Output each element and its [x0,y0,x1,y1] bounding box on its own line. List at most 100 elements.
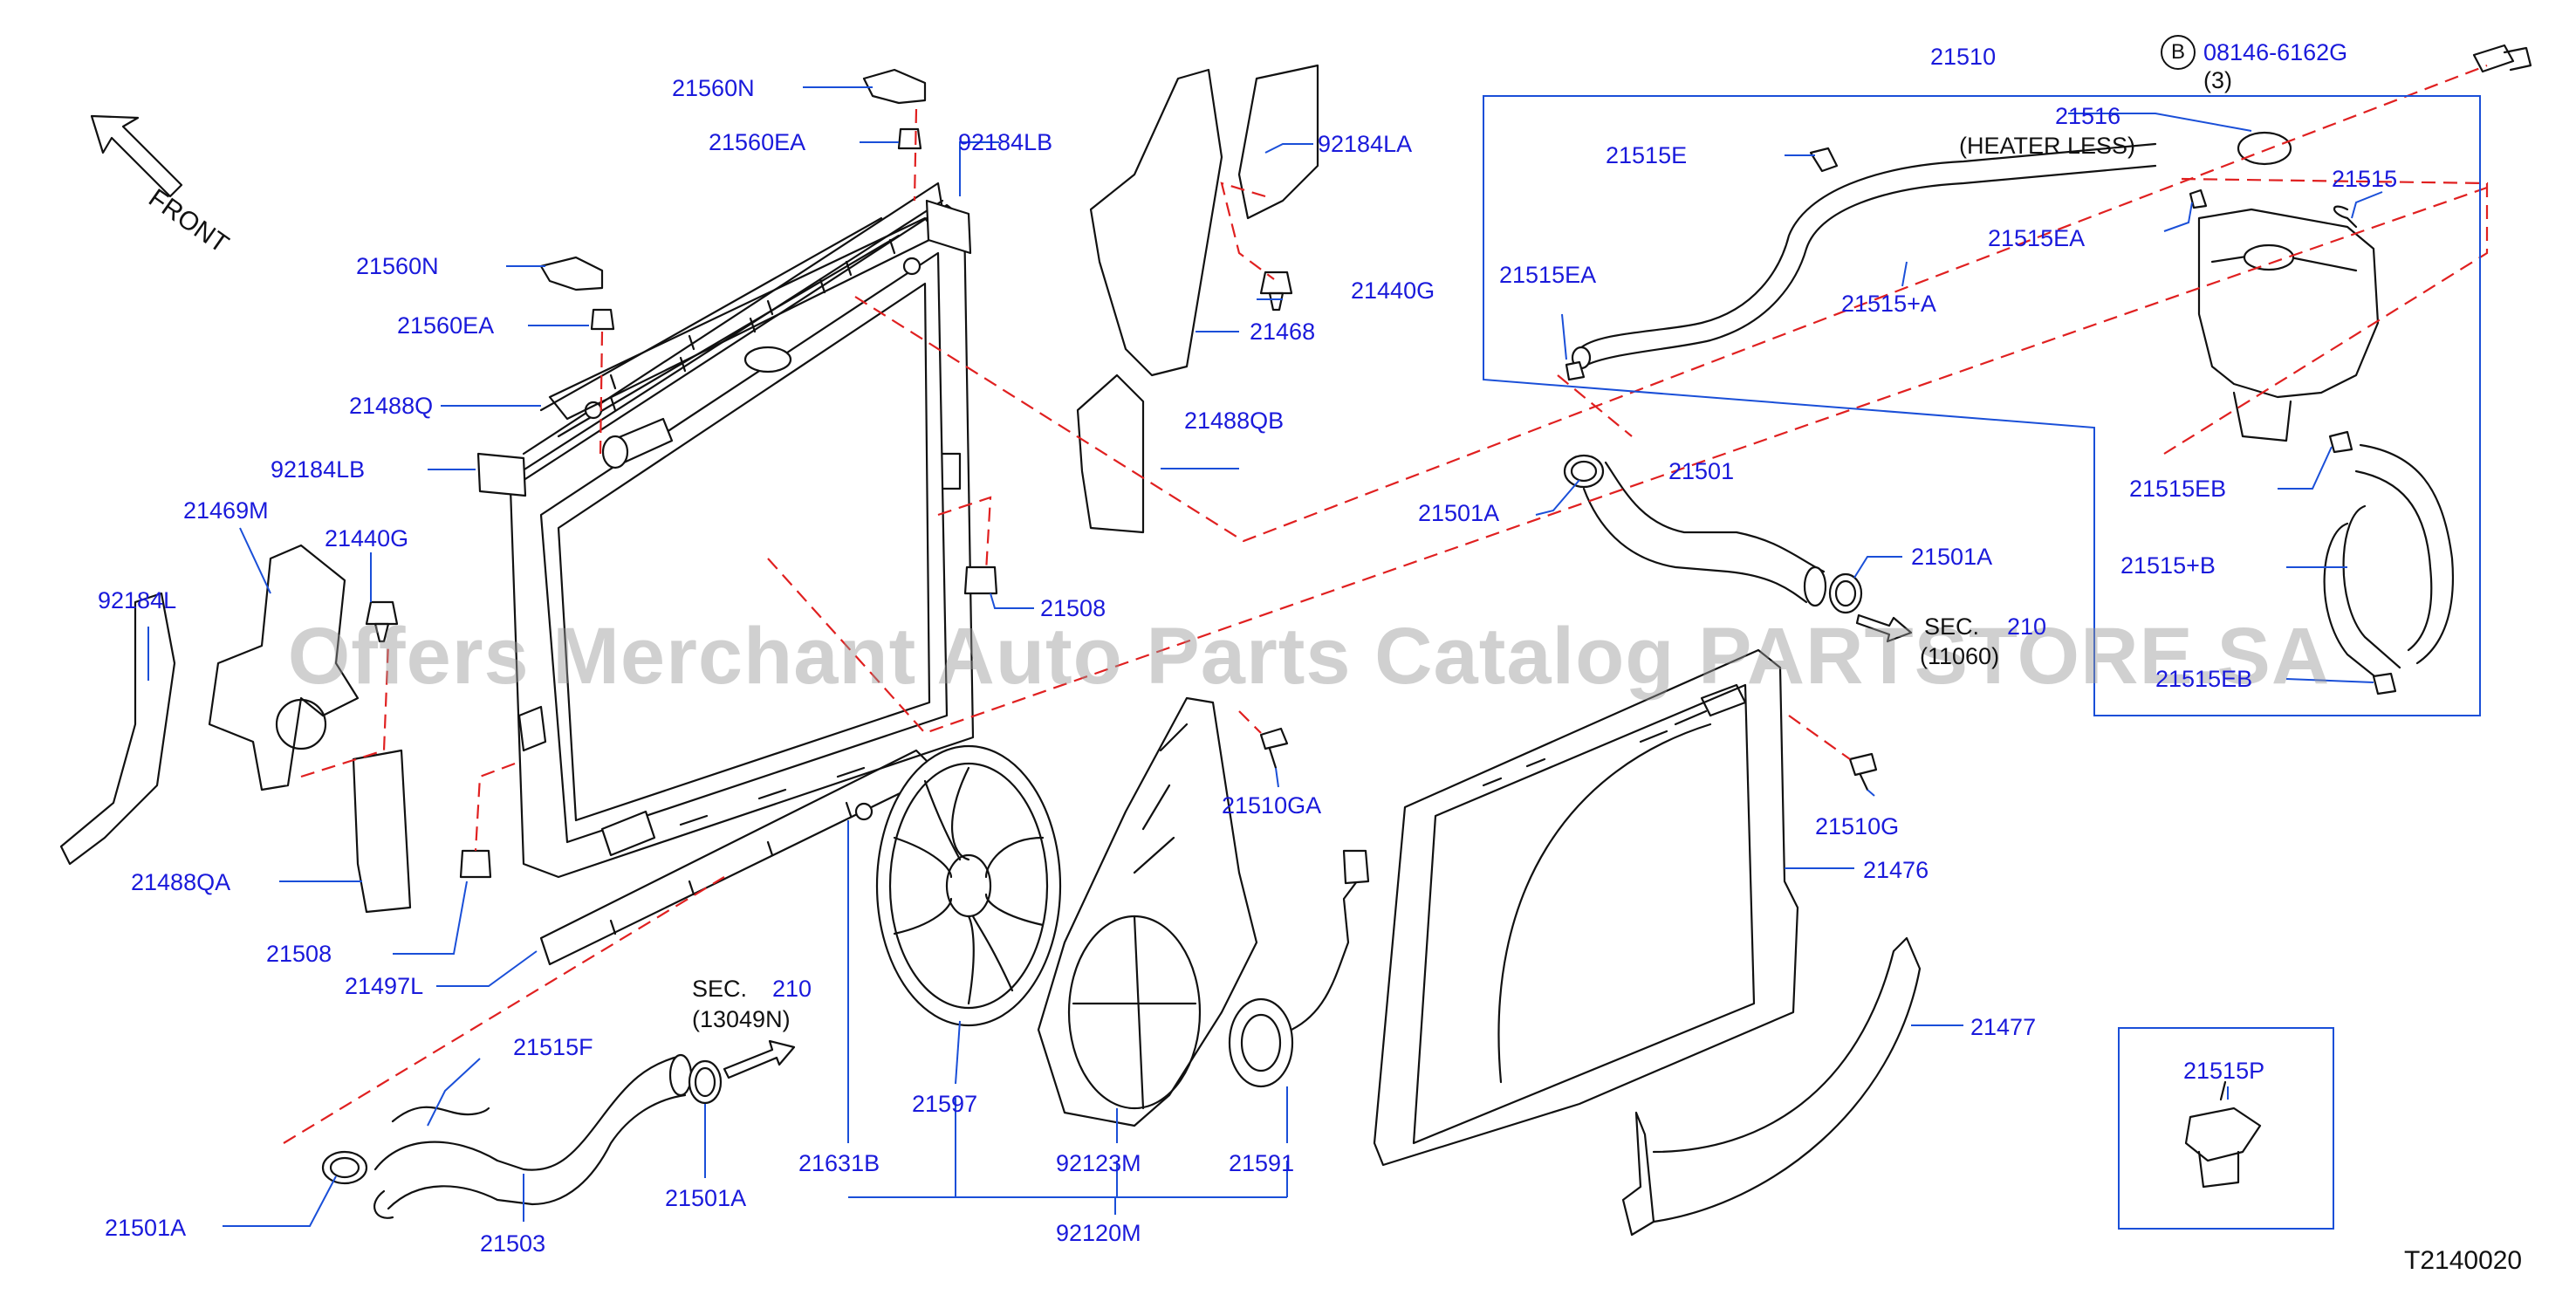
label-21515e[interactable]: 21515E [1606,142,1688,168]
pad-92184lb-left [476,452,527,497]
inset-frame-21515p [2118,1027,2334,1230]
label-21515eb-bottom[interactable]: 21515EB [2155,666,2253,692]
clamp-21515eb-a [2328,430,2353,454]
label-92184lb-left[interactable]: 92184LB [271,456,366,483]
label-21503[interactable]: 21503 [480,1230,546,1257]
label-92120m[interactable]: 92120M [1056,1220,1141,1246]
label-21508-left[interactable]: 21508 [266,941,332,967]
upper-hose-21501 [1582,461,1827,607]
fan-21597 [875,744,1062,1027]
label-92123m[interactable]: 92123M [1056,1150,1141,1176]
label-21469m[interactable]: 21469M [183,497,269,524]
label-sec-lower[interactable]: SEC. [692,976,748,1002]
label-21477[interactable]: 21477 [1970,1014,2037,1040]
pad-92184lb-top [925,199,972,255]
label-21560n-left[interactable]: 21560N [356,253,439,279]
grommet-21560ea-left [590,308,615,331]
label-21510[interactable]: 21510 [1930,44,1997,70]
clip-21515e [1809,147,1839,173]
fan-shroud-21476 [1373,648,1799,1167]
label-08146-6162g[interactable]: 08146-6162G [2203,39,2348,65]
label-heater-less: (HEATER LESS) [1959,133,2136,159]
label-21440g-right[interactable]: 21440G [1351,278,1435,304]
label-21515[interactable]: 21515 [2332,166,2398,192]
bolt-symbol-b: B [2161,35,2196,70]
clamp-21501a-upper-left [1563,454,1605,489]
label-21597[interactable]: 21597 [912,1091,978,1117]
label-21501a-lower-left[interactable]: 21501A [105,1215,187,1241]
clamp-21501a-lower-right [688,1059,723,1105]
label-21591[interactable]: 21591 [1229,1150,1295,1176]
leader-lines [147,86,2383,1227]
air-guide-right [1076,64,1319,534]
label-21560ea-left[interactable]: 21560EA [397,312,495,339]
arrow-sec-210-11060 [1855,613,1913,643]
clamp-21515ea-b [2189,188,2208,209]
label-21510ga[interactable]: 21510GA [1222,792,1322,819]
fan-frame-92123m [1037,696,1258,1127]
arrow-sec-210-13049n [723,1039,796,1079]
clamp-21515ea-a [1565,360,1586,381]
label-21497l[interactable]: 21497L [345,973,424,999]
bolt-08146-icon [2472,44,2532,73]
label-21515ea-right[interactable]: 21515EA [1988,225,2086,251]
bracket-21560n-left [539,256,604,291]
label-92184la[interactable]: 92184LA [1318,131,1413,157]
label-sec-upper-num[interactable]: 210 [2007,613,2047,640]
clip-21440g-left [365,600,399,643]
air-guide-left [59,544,412,914]
grommet-21560ea-top [897,127,922,150]
label-21488q[interactable]: 21488Q [349,393,434,419]
seal-strip-21497l [539,749,931,966]
group-frame-21510 [1483,95,2481,716]
label-21476[interactable]: 21476 [1863,857,1929,883]
lower-seal-21477 [1621,936,1922,1237]
watermark: Offers Merchant Auto Parts Catalog PARTS… [287,612,2331,701]
clip-21440g-right [1259,271,1293,312]
label-21440g-left[interactable]: 21440G [325,525,409,552]
label-08146-qty: (3) [2203,67,2232,93]
label-21501[interactable]: 21501 [1668,458,1735,484]
label-21510g[interactable]: 21510G [1815,813,1900,839]
label-21468[interactable]: 21468 [1250,319,1316,345]
label-sec-lower-ref: (13049N) [692,1006,791,1032]
label-21515b[interactable]: 21515+B [2120,552,2216,579]
bracket-21560n-top [862,68,927,105]
clamp-21501a-upper-right [1828,572,1863,614]
bolt-21510ga-icon [1259,727,1289,770]
label-21560ea-top[interactable]: 21560EA [709,129,806,155]
label-21515f[interactable]: 21515F [513,1034,593,1060]
label-21488qb[interactable]: 21488QB [1184,408,1285,434]
hose-21515f [391,1106,490,1123]
label-21488qa[interactable]: 21488QA [131,869,231,895]
lower-hose-21503 [373,1053,693,1219]
clamp-21501a-lower-left [321,1150,368,1185]
label-21501a-lower-right[interactable]: 21501A [665,1185,747,1211]
label-92184lb-top[interactable]: 92184LB [958,129,1053,155]
motor-21591 [1228,849,1370,1088]
label-21516[interactable]: 21516 [2055,103,2121,129]
clamp-21515eb-b [2372,672,2397,695]
label-21515a[interactable]: 21515+A [1841,291,1936,317]
mount-21508-right [963,565,998,595]
label-21515p[interactable]: 21515P [2183,1058,2265,1084]
label-21515eb-top[interactable]: 21515EB [2129,476,2227,502]
bolt-21510g-icon [1848,752,1878,791]
radiator [509,182,975,879]
label-21501a-upper-left[interactable]: 21501A [1418,500,1500,526]
label-21515ea-left[interactable]: 21515EA [1499,262,1597,288]
diagram-code: T2140020 [2404,1246,2523,1275]
label-sec-upper[interactable]: SEC. [1924,613,1980,640]
front-arrow-icon [90,114,183,198]
nut-21631b [854,802,874,821]
clip-21515p [2184,1080,2262,1189]
label-21560n-top[interactable]: 21560N [672,75,755,101]
label-21501a-upper-right[interactable]: 21501A [1911,544,1993,570]
mount-21508-left [459,849,492,879]
label-92184l[interactable]: 92184L [98,587,177,613]
dashed-reference-lines [283,64,2489,1144]
label-21631b[interactable]: 21631B [798,1150,880,1176]
label-sec-lower-num[interactable]: 210 [772,976,812,1002]
label-21508-right[interactable]: 21508 [1040,595,1106,621]
